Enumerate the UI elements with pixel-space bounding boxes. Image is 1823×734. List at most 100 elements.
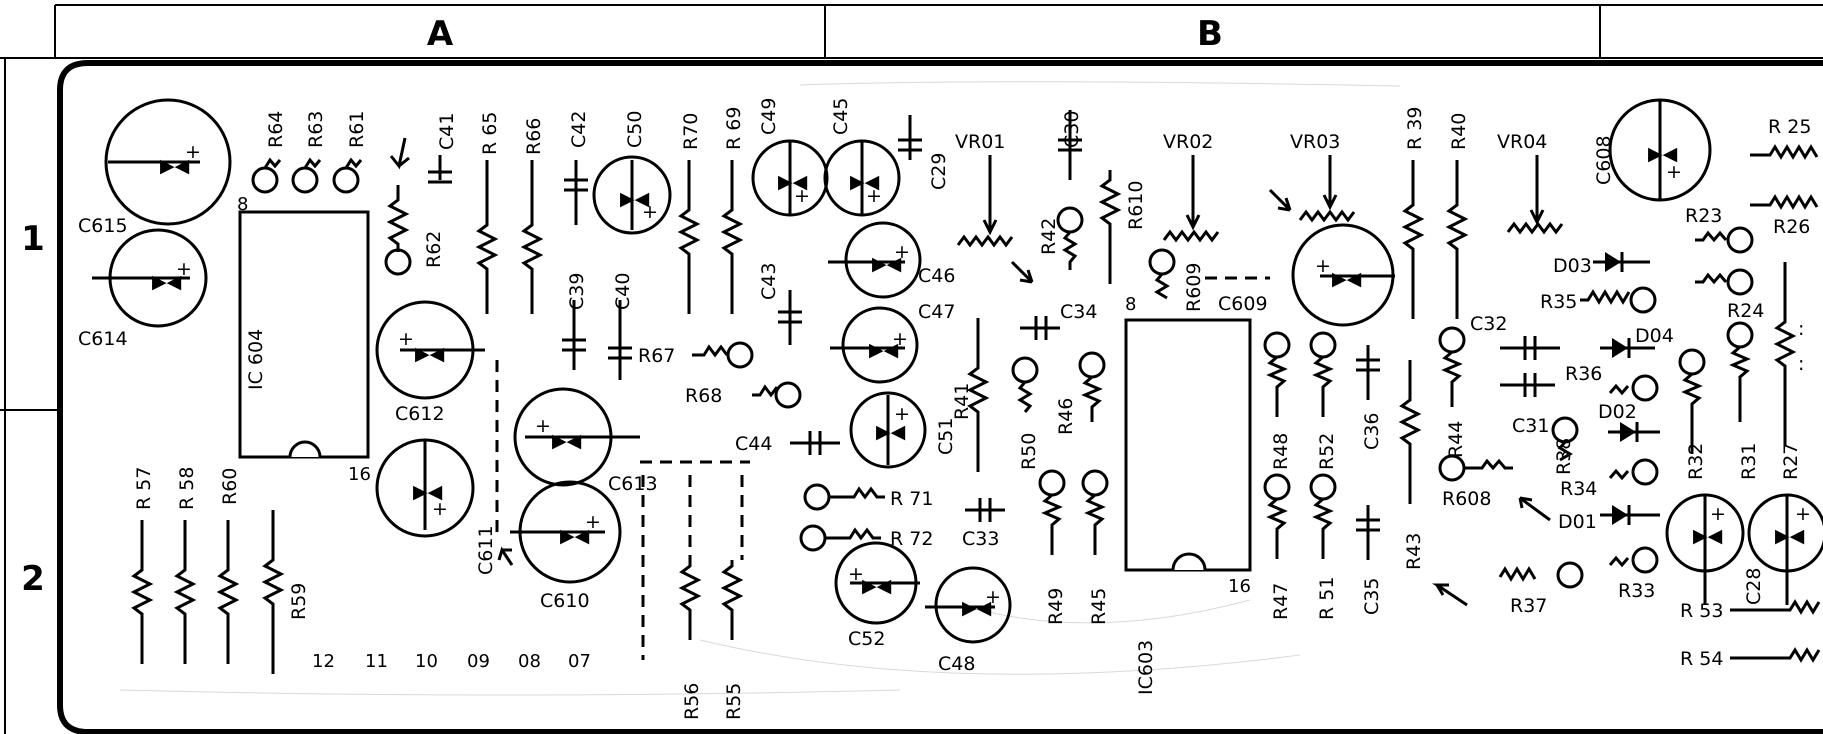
label-c44: C44	[735, 433, 772, 455]
label-c31: C31	[1512, 415, 1549, 437]
label-r25: R 25	[1768, 116, 1811, 138]
label-r68: R68	[685, 385, 722, 407]
label-r26: R26	[1773, 216, 1810, 238]
label-r67: R67	[638, 345, 675, 367]
label-r610: R610	[1125, 181, 1147, 230]
svg-text:+: +	[794, 185, 810, 207]
grid-frame	[0, 4, 1823, 734]
label-r60: R60	[219, 468, 241, 505]
label-c51: C51	[935, 418, 957, 455]
label-c47: C47	[918, 301, 955, 323]
label-r52: R52	[1316, 433, 1338, 470]
label-r608: R608	[1442, 488, 1491, 510]
label-r66: R66	[523, 118, 545, 155]
label-r58: R 58	[176, 467, 198, 510]
label-r31: R31	[1738, 443, 1760, 480]
label-r39: R 39	[1404, 107, 1426, 150]
connector-pin-07: 07	[568, 651, 591, 672]
label-c49: C49	[758, 98, 780, 135]
label-r71: R 71	[890, 488, 933, 510]
label-c50: C50	[624, 111, 646, 148]
row-header-2: 2	[21, 559, 45, 599]
label-r40: R40	[1448, 113, 1470, 150]
svg-text:+: +	[185, 141, 201, 163]
label-c39: C39	[566, 273, 588, 310]
svg-text:+: +	[535, 415, 551, 437]
svg-text:▶◀: ▶◀	[1332, 268, 1362, 290]
label-r55: R55	[723, 683, 745, 720]
svg-text:+: +	[1315, 255, 1331, 277]
label-r50: R50	[1018, 433, 1040, 470]
svg-text:+: +	[1666, 161, 1682, 183]
capacitor-c50	[592, 155, 672, 235]
svg-text:▶◀: ▶◀	[872, 253, 902, 275]
svg-text:▶◀: ▶◀	[1775, 525, 1805, 547]
svg-text:+: +	[892, 328, 908, 350]
label-c45: C45	[830, 98, 852, 135]
label-r36: R36	[1565, 363, 1602, 385]
label-d03: D03	[1553, 255, 1592, 277]
svg-text:▶◀: ▶◀	[620, 188, 650, 210]
ic603-chip	[1124, 318, 1252, 572]
svg-text:▶◀: ▶◀	[778, 171, 808, 193]
svg-text:+: +	[1795, 503, 1811, 525]
svg-text:▶◀: ▶◀	[869, 339, 899, 361]
svg-text:+: +	[432, 498, 448, 520]
label-c28: C28	[1743, 568, 1765, 605]
label-c42: C42	[568, 111, 590, 148]
label-r37: R37	[1510, 595, 1547, 617]
label-r24: R24	[1727, 300, 1764, 322]
label-c608: C608	[1593, 135, 1615, 185]
svg-text:+: +	[585, 511, 601, 533]
svg-text:+: +	[866, 185, 882, 207]
capacitor-c47	[841, 306, 919, 384]
label-d02: D02	[1598, 401, 1637, 423]
connector-pin-12: 12	[312, 651, 335, 672]
label-r47: R47	[1270, 583, 1292, 620]
label-r44: R44	[1445, 421, 1467, 458]
label-r43: R43	[1403, 533, 1425, 570]
svg-text:▶◀: ▶◀	[415, 343, 445, 365]
label-r69: R 69	[723, 107, 745, 150]
label-c48: C48	[938, 653, 975, 675]
label-r57: R 57	[133, 467, 155, 510]
label-c36: C36	[1361, 413, 1383, 450]
connector-pin-09: 09	[467, 651, 490, 672]
capacitor-c49	[751, 139, 829, 217]
label-c52: C52	[848, 628, 885, 650]
svg-text:+: +	[642, 201, 658, 223]
label-d01: D01	[1558, 511, 1597, 533]
label-r64: R64	[265, 111, 287, 148]
label-c29: C29	[928, 153, 950, 190]
label-c34: C34	[1060, 301, 1097, 323]
label-r51: R 51	[1316, 577, 1338, 620]
capacitor-c45	[823, 139, 901, 217]
svg-text:▶◀: ▶◀	[152, 271, 182, 293]
svg-text::: :	[1798, 353, 1804, 375]
row-header-1: 1	[21, 219, 45, 259]
label-c30: C30	[1061, 111, 1083, 148]
board-outline	[57, 60, 1823, 734]
label-c41: C41	[436, 113, 458, 150]
svg-text::: :	[1798, 318, 1804, 340]
label-c33: C33	[962, 528, 999, 550]
label-ic604: IC 604	[245, 329, 267, 390]
label-c35: C35	[1361, 578, 1383, 615]
label-c32: C32	[1470, 313, 1507, 335]
svg-text:+: +	[176, 258, 192, 280]
label-r45: R45	[1088, 588, 1110, 625]
svg-text:▶◀: ▶◀	[962, 597, 992, 619]
label-c615: C615	[78, 215, 128, 237]
label-vr04: VR04	[1497, 131, 1547, 153]
label-r49: R49	[1045, 588, 1067, 625]
ic603-pin8: 8	[1125, 294, 1136, 315]
label-r33: R33	[1618, 580, 1655, 602]
svg-text:+: +	[398, 328, 414, 350]
label-c614: C614	[78, 328, 128, 350]
svg-text:▶◀: ▶◀	[850, 171, 880, 193]
label-r62: R62	[423, 231, 445, 268]
svg-text:+: +	[985, 586, 1001, 608]
svg-text:+: +	[848, 563, 864, 585]
svg-text:▶◀: ▶◀	[560, 525, 590, 547]
